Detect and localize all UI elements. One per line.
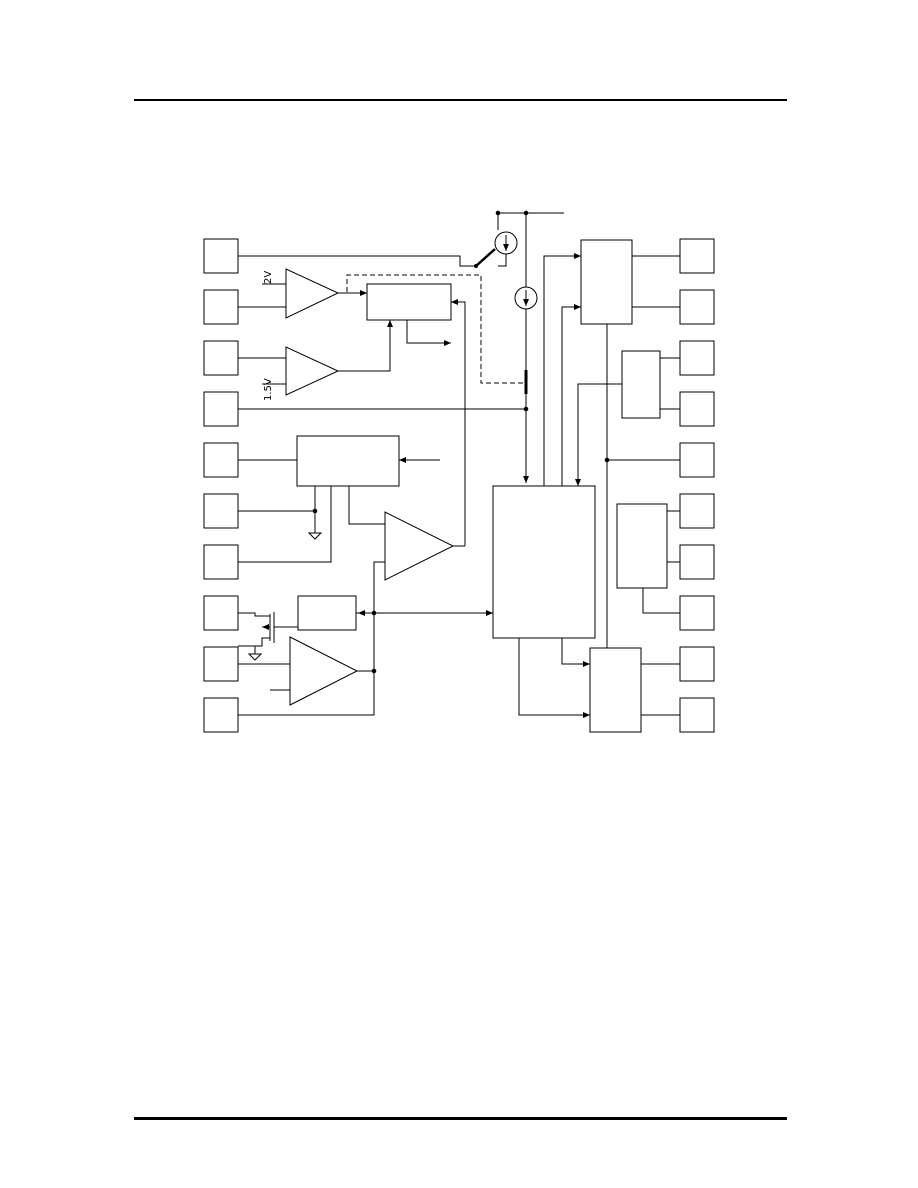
core-to-top-right-2 bbox=[561, 304, 581, 486]
left-pin-3 bbox=[203, 340, 239, 376]
logic-out-arrow bbox=[406, 320, 451, 346]
core-to-top-right-1 bbox=[543, 253, 581, 486]
left-pin-6 bbox=[203, 493, 239, 529]
fet-source bbox=[238, 637, 270, 647]
right-pin-4 bbox=[679, 391, 715, 427]
comp2-to-logic bbox=[338, 320, 393, 372]
left-pin-10 bbox=[203, 697, 239, 733]
output-block-top bbox=[580, 239, 633, 325]
comparator-1 bbox=[285, 268, 340, 319]
pin8-to-fet bbox=[238, 612, 270, 617]
current-source-1-out bbox=[498, 254, 507, 267]
right-pin-5 bbox=[679, 442, 715, 478]
top-rule bbox=[134, 99, 787, 101]
pin7-to-regulator bbox=[238, 486, 332, 563]
label-1-5v: 1.5V bbox=[263, 378, 274, 401]
side-block-to-core bbox=[575, 383, 622, 486]
regulator-to-amp bbox=[348, 486, 385, 525]
fet-gate bbox=[273, 612, 299, 643]
pin1-to-switch bbox=[238, 255, 476, 267]
left-pin-7 bbox=[203, 544, 239, 580]
error-amplifier bbox=[384, 511, 455, 581]
left-pin-2 bbox=[203, 289, 239, 325]
switch-blade bbox=[475, 248, 496, 267]
core-to-bottom-block-1 bbox=[561, 638, 590, 667]
rail-node bbox=[604, 457, 610, 463]
ground-symbol-1 bbox=[307, 532, 323, 540]
feedback-to-logic bbox=[451, 299, 466, 546]
core-logic-block bbox=[492, 485, 596, 639]
left-pin-9 bbox=[203, 646, 239, 682]
left-pin-5 bbox=[203, 442, 239, 478]
output-block-bottom bbox=[589, 647, 642, 733]
right-pin-1 bbox=[679, 238, 715, 274]
core-to-bottom-block-2 bbox=[518, 638, 590, 718]
label-2v: 2V bbox=[263, 271, 274, 284]
pin10-line bbox=[238, 671, 375, 716]
logic-block-upper bbox=[366, 283, 452, 321]
switch-contact bbox=[474, 264, 478, 268]
pin4-node bbox=[523, 406, 529, 412]
mid-right-block bbox=[616, 503, 668, 589]
right-pin-7 bbox=[679, 544, 715, 580]
mid-to-rpin8 bbox=[642, 588, 680, 614]
right-pin-6 bbox=[679, 493, 715, 529]
regulator-block bbox=[296, 435, 400, 487]
dashed-control-line bbox=[346, 274, 524, 384]
right-pin-3 bbox=[679, 340, 715, 376]
side-block bbox=[621, 350, 661, 419]
pin6-node bbox=[312, 508, 318, 514]
right-pin-2 bbox=[679, 289, 715, 325]
right-pin-8 bbox=[679, 595, 715, 631]
bottom-rule bbox=[134, 1117, 787, 1120]
amp-lower-input bbox=[373, 561, 385, 701]
left-pin-1 bbox=[203, 238, 239, 274]
left-pin-8 bbox=[203, 595, 239, 631]
right-pin-10 bbox=[679, 697, 715, 733]
right-pin-9 bbox=[679, 646, 715, 682]
comparator-3 bbox=[289, 636, 359, 706]
comparator-2 bbox=[285, 346, 340, 396]
ground-symbol-2 bbox=[247, 653, 263, 661]
driver-block bbox=[297, 595, 357, 631]
left-pin-4 bbox=[203, 391, 239, 427]
